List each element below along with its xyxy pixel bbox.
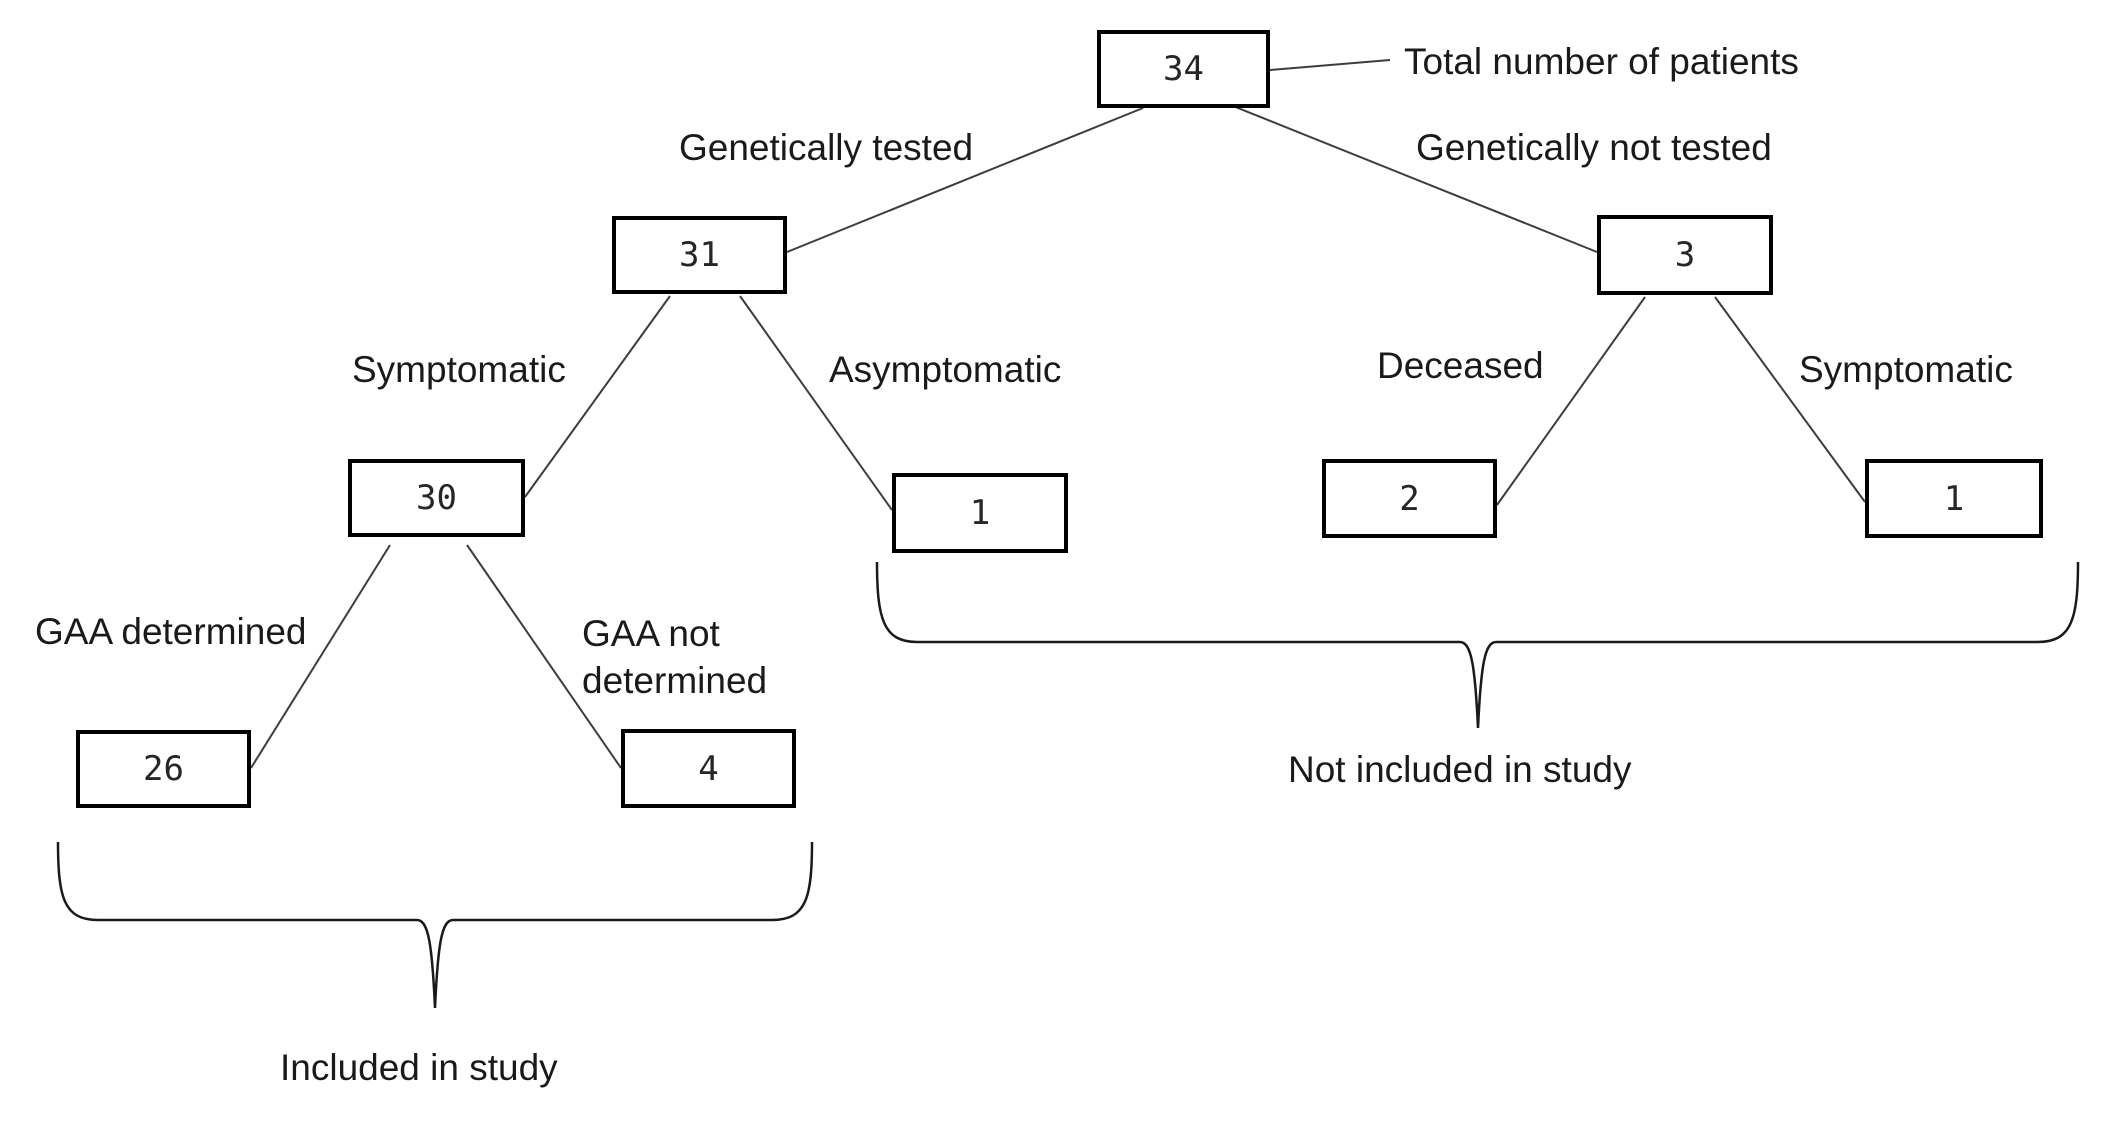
edge-not-tested-to-deceased (1496, 296, 1646, 506)
node-gaa-determined: 26 (76, 730, 251, 808)
edge-label-gaa-not-determined: GAA not determined (582, 613, 768, 702)
edge-not-tested-to-symptomatic (1714, 296, 1866, 503)
node-genetically-not-tested: 3 (1597, 215, 1773, 295)
node-symptomatic: 30 (348, 459, 525, 537)
brace-included-in-study (56, 841, 814, 1009)
edge-total-to-not-tested (1227, 103, 1598, 253)
edge-label-genetically-tested: Genetically tested (679, 127, 974, 168)
edge-label-asymptomatic: Asymptomatic (829, 349, 1062, 390)
leader-total-annotation (1269, 59, 1391, 71)
edge-label-symptomatic: Symptomatic (352, 349, 566, 390)
edge-symptomatic-to-gaa-not-determined (466, 544, 622, 769)
node-gaa-not-determined: 4 (621, 729, 796, 808)
edge-label-deceased: Deceased (1377, 345, 1544, 386)
edge-tested-to-symptomatic (524, 295, 671, 498)
group-label-included-in-study: Included in study (280, 1047, 558, 1088)
node-total-patients: 34 (1097, 30, 1270, 108)
edge-label-gaa-determined: GAA determined (35, 611, 307, 652)
brace-not-included-in-study (875, 561, 2080, 729)
node-genetically-tested: 31 (612, 216, 787, 294)
edge-label-genetically-not-tested: Genetically not tested (1416, 127, 1772, 168)
node-deceased: 2 (1322, 459, 1497, 538)
annotation-total-patients: Total number of patients (1404, 41, 1799, 82)
edge-label-not-tested-symptomatic: Symptomatic (1799, 349, 2013, 390)
edge-tested-to-asymptomatic (739, 295, 893, 511)
edge-total-to-tested (786, 107, 1144, 253)
group-label-not-included-in-study: Not included in study (1288, 749, 1632, 790)
edge-symptomatic-to-gaa-determined (250, 544, 391, 769)
node-asymptomatic: 1 (892, 473, 1068, 553)
node-not-tested-symptomatic: 1 (1865, 459, 2043, 538)
